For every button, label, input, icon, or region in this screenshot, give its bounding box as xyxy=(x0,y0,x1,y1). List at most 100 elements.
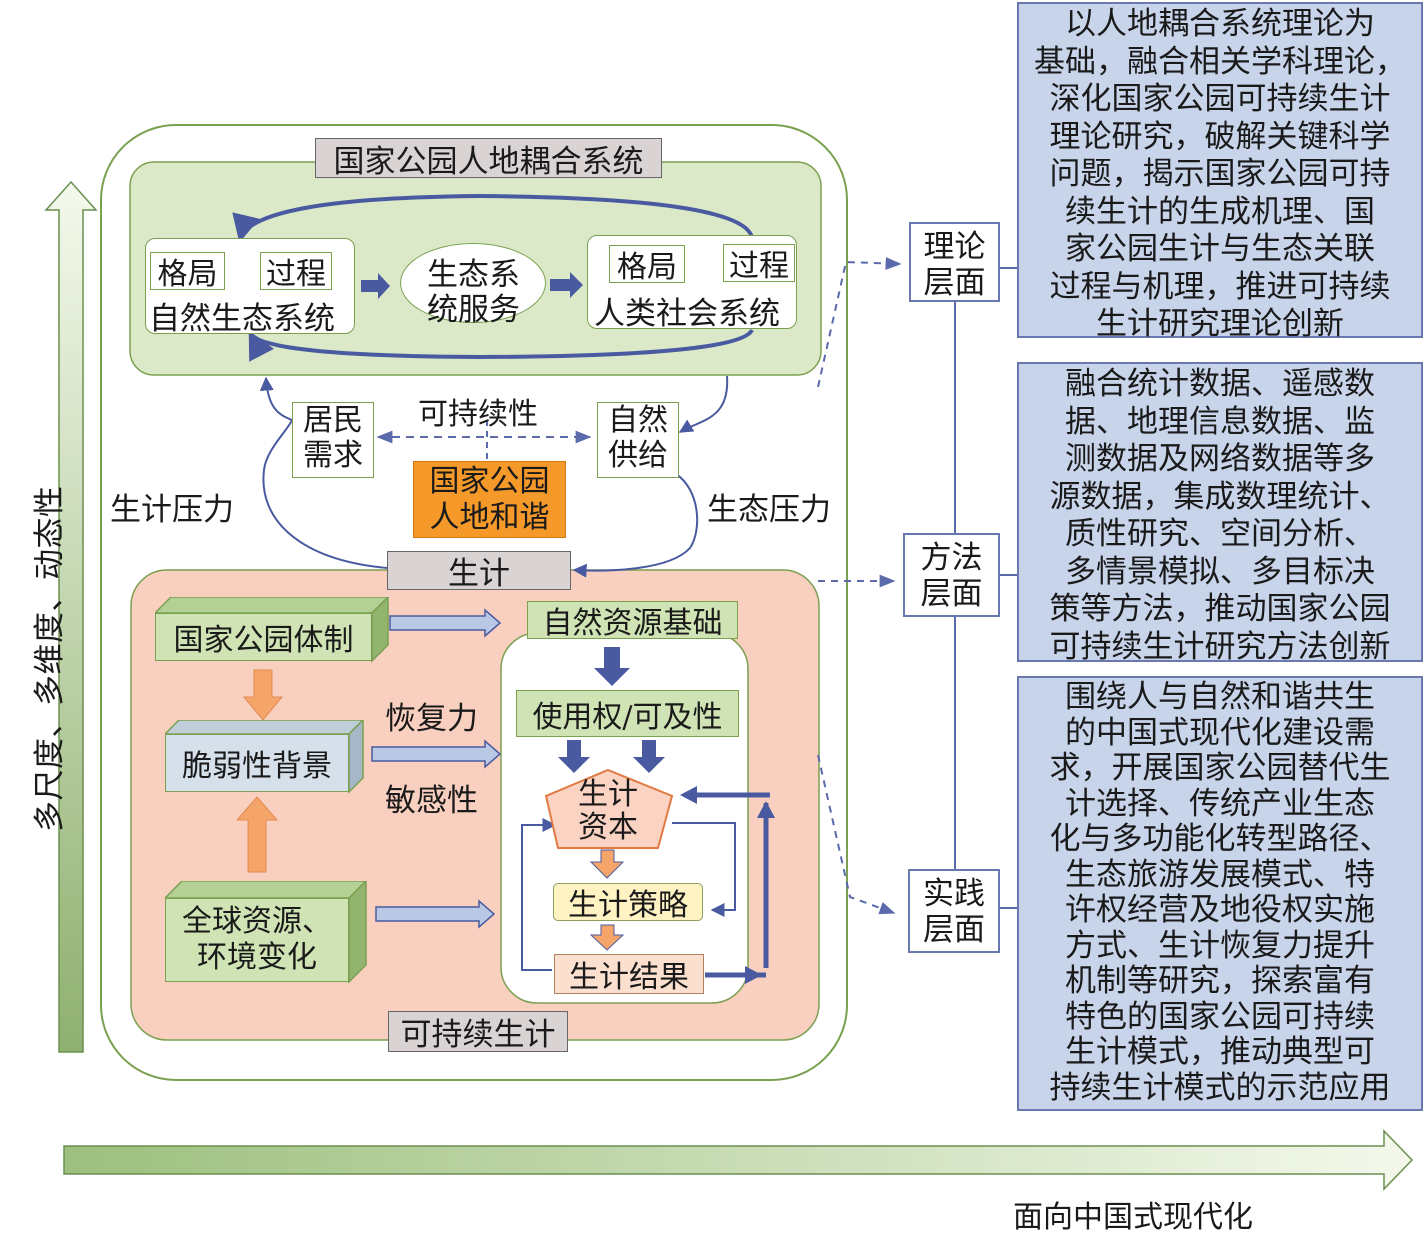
global-change-box: 全球资源、 环境变化 xyxy=(165,898,349,982)
arrow-rights-to-capital-left xyxy=(558,740,590,773)
livelihood-pressure-label: 生计压力 xyxy=(110,492,234,528)
sustainability-label: 可持续性 xyxy=(418,397,538,432)
natural-supply-line2: 供给 xyxy=(608,438,668,473)
sustainable-livelihood-title: 可持续生计 xyxy=(388,1011,568,1053)
ecosystem-services-line1: 生态系 xyxy=(427,257,520,293)
method-desc-line: 质性研究、空间分析、 xyxy=(1065,516,1375,552)
loop-bottom-arc xyxy=(248,328,754,362)
practice-description: 围绕人与自然和谐共生 的中国式现代化建设需 求，开展国家公园替代生 计选择、传统… xyxy=(1017,676,1423,1111)
coupling-system-title: 国家公园人地耦合系统 xyxy=(315,138,662,180)
method-desc-line: 策等方法，推动国家公园 xyxy=(1049,591,1391,627)
method-desc-line: 测数据及网络数据等多 xyxy=(1065,441,1375,477)
global-change-line1: 全球资源、 xyxy=(182,904,332,939)
capital-line1: 生计 xyxy=(578,777,638,812)
theory-level-box: 理论 层面 xyxy=(909,222,1000,302)
feedback-right-loop xyxy=(672,822,736,917)
arrow-institution-to-vulnerability xyxy=(242,669,284,721)
resilience-label: 恢复力 xyxy=(385,701,478,737)
harmony-line1: 国家公园 xyxy=(429,464,550,499)
arrow-capital-to-strategy xyxy=(589,849,625,879)
global-change-line2: 环境变化 xyxy=(197,940,317,975)
arrow-vulnerability-to-inner xyxy=(371,739,502,769)
arrow-global-to-inner xyxy=(375,899,496,929)
livelihood-pressure-curve xyxy=(259,376,388,569)
natural-pattern-box: 格局 xyxy=(150,252,225,292)
vulnerability-label: 脆弱性背景 xyxy=(182,749,332,784)
livelihood-capital-pentagon xyxy=(544,768,674,849)
arrow-global-to-vulnerability xyxy=(235,796,279,873)
practice-desc-line: 机制等研究，探索富有 xyxy=(1065,963,1375,999)
ecological-pressure-curve-lower xyxy=(572,473,699,578)
institution-label: 国家公园体制 xyxy=(173,623,354,658)
resident-demand-box: 居民 需求 xyxy=(292,402,374,478)
method-level-line2: 层面 xyxy=(920,576,983,612)
use-rights-box: 使用权/可及性 xyxy=(516,690,739,737)
ecological-pressure-label: 生态压力 xyxy=(707,492,831,528)
theory-desc-line: 以人地耦合系统理论为 xyxy=(1065,6,1375,42)
method-desc-line: 源数据，集成数理统计、 xyxy=(1049,478,1391,515)
resident-demand-line1: 居民 xyxy=(303,403,363,438)
theory-desc-line: 深化国家公园可持续生计 xyxy=(1049,81,1391,117)
outcome-arrowhead-1 xyxy=(745,966,762,984)
practice-level-line2: 层面 xyxy=(923,912,985,948)
practice-desc-line: 特色的国家公园可持续 xyxy=(1065,998,1375,1035)
vulnerability-box: 脆弱性背景 xyxy=(165,734,349,792)
theory-level-line2: 层面 xyxy=(923,265,986,301)
practice-desc-line: 计选择、传统产业生态 xyxy=(1065,785,1375,822)
horizontal-axis-arrow xyxy=(63,1129,1414,1191)
theory-desc-line: 理论研究，破解关键科学 xyxy=(1049,118,1391,155)
resident-demand-line2: 需求 xyxy=(303,438,363,473)
natural-system-label: 自然生态系统 xyxy=(149,301,335,337)
natural-resource-base-box: 自然资源基础 xyxy=(527,601,738,641)
ecological-pressure-curve xyxy=(678,375,729,433)
theory-desc-line: 续生计的生成机理、国 xyxy=(1065,193,1375,230)
human-process-box: 过程 xyxy=(723,244,795,284)
arrow-services-to-human xyxy=(550,272,583,298)
natural-supply-box: 自然 供给 xyxy=(597,402,679,478)
capital-line2: 资本 xyxy=(578,810,638,845)
ecosystem-services-line2: 统服务 xyxy=(427,292,520,328)
outcome-arrowhead-3 xyxy=(680,786,697,804)
institution-box-3d xyxy=(155,597,390,663)
loop-top-arc xyxy=(232,193,754,243)
harmony-line2: 人地和谐 xyxy=(429,500,550,535)
arrow-institution-to-resource xyxy=(389,608,502,638)
vertical-axis-label: 多尺度、多维度、动态性 xyxy=(32,485,68,833)
vulnerability-box-3d xyxy=(165,720,365,794)
harmony-box: 国家公园 人地和谐 xyxy=(413,461,566,538)
practice-desc-line: 生态旅游发展模式、特 xyxy=(1065,856,1375,893)
practice-desc-line: 围绕人与自然和谐共生 xyxy=(1065,679,1375,715)
human-pattern-box: 格局 xyxy=(609,245,685,285)
practice-desc-line: 许权经营及地役权实施 xyxy=(1065,892,1375,928)
outcome-box: 生计结果 xyxy=(554,954,704,995)
dashed-to-practice xyxy=(817,754,896,915)
method-desc-line: 多情景模拟、多目标决 xyxy=(1065,553,1375,590)
horizontal-axis-label: 面向中国式现代化 xyxy=(1013,1200,1253,1235)
theory-level-line1: 理论 xyxy=(923,229,986,265)
practice-desc-line: 求，开展国家公园替代生 xyxy=(1049,750,1391,786)
vertical-axis-arrow xyxy=(44,180,98,1053)
dashed-to-theory xyxy=(817,257,902,388)
theory-desc-line: 过程与机理，推进可持续 xyxy=(1049,268,1391,305)
arrow-strategy-to-outcome xyxy=(589,924,625,951)
method-desc-line: 融合统计数据、遥感数 xyxy=(1065,366,1375,402)
livelihood-box: 生计 xyxy=(387,551,571,592)
practice-level-box: 实践 层面 xyxy=(908,869,1000,953)
natural-supply-line1: 自然 xyxy=(608,403,668,438)
arrow-rights-to-capital-right xyxy=(633,740,665,773)
global-change-box-3d xyxy=(165,881,367,984)
method-level-line1: 方法 xyxy=(920,540,983,576)
human-system-label: 人类社会系统 xyxy=(594,296,780,332)
natural-process-box: 过程 xyxy=(260,252,332,292)
ecosystem-services-ellipse xyxy=(400,243,546,323)
practice-desc-line: 方式、生计恢复力提升 xyxy=(1065,927,1375,964)
theory-description: 以人地耦合系统理论为 基础，融合相关学科理论， 深化国家公园可持续生计 理论研究… xyxy=(1017,2,1423,342)
method-level-box: 方法 层面 xyxy=(903,533,1000,617)
practice-desc-line: 生计模式，推动典型可 xyxy=(1065,1034,1375,1070)
institution-box: 国家公园体制 xyxy=(155,613,372,661)
practice-desc-line: 化与多功能化转型路径、 xyxy=(1049,821,1391,857)
capital-text: 生计 资本 xyxy=(558,778,658,844)
feedback-left-loop xyxy=(521,818,557,971)
arrow-natural-to-services xyxy=(361,273,390,299)
strategy-box: 生计策略 xyxy=(553,883,703,923)
